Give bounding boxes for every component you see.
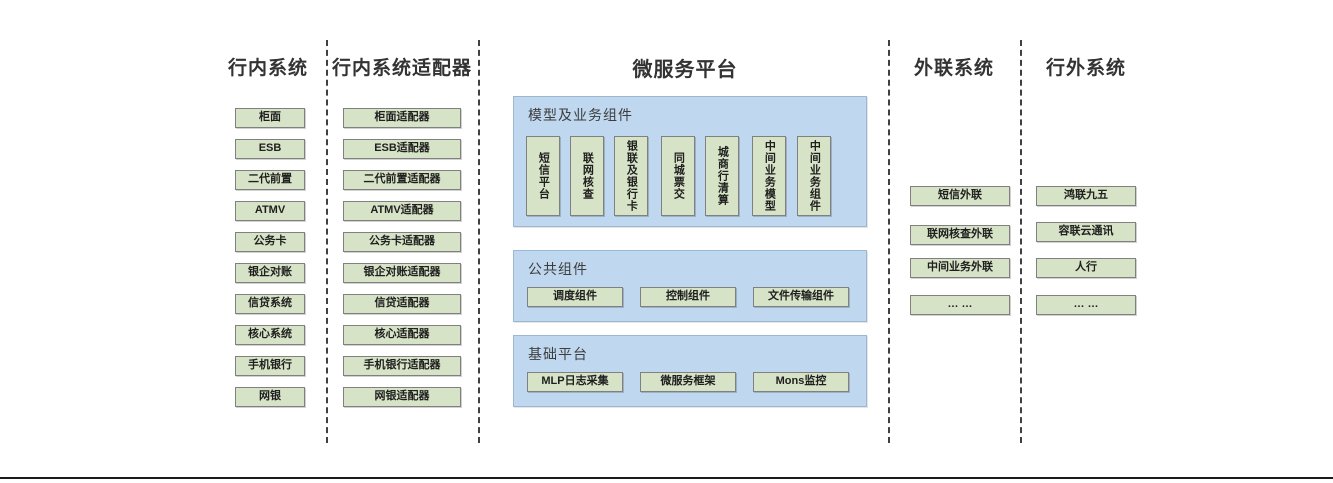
- node-model-component-4[interactable]: 城商行清算: [705, 136, 739, 216]
- column-divider-1: [326, 40, 328, 443]
- node-model-component-2[interactable]: 银联及银行卡: [614, 136, 648, 216]
- panel-title-model-business-components: 模型及业务组件: [528, 107, 633, 123]
- node-external-liaison-1[interactable]: 联网核查外联: [910, 225, 1010, 245]
- node-intra-adapter-4[interactable]: 公务卡适配器: [343, 232, 461, 252]
- node-intra-system-6[interactable]: 信贷系统: [235, 294, 305, 314]
- node-intra-adapter-2[interactable]: 二代前置适配器: [343, 170, 461, 190]
- panel-title-base-platform: 基础平台: [528, 346, 588, 362]
- node-intra-system-8[interactable]: 手机银行: [235, 356, 305, 376]
- node-intra-adapter-0[interactable]: 柜面适配器: [343, 108, 461, 128]
- node-intra-adapter-1[interactable]: ESB适配器: [343, 139, 461, 159]
- node-intra-adapter-5[interactable]: 银企对账适配器: [343, 263, 461, 283]
- column-divider-3: [888, 40, 890, 443]
- node-outside-bank-0[interactable]: 鸿联九五: [1036, 186, 1136, 206]
- node-base-platform-2[interactable]: Mons监控: [753, 372, 849, 392]
- node-intra-system-5[interactable]: 银企对账: [235, 263, 305, 283]
- bottom-rule: [0, 477, 1333, 479]
- node-intra-adapter-8[interactable]: 手机银行适配器: [343, 356, 461, 376]
- column-title-intra-bank-systems: 行内系统: [227, 58, 308, 79]
- node-model-component-5[interactable]: 中间业务模型: [752, 136, 786, 216]
- node-external-liaison-0[interactable]: 短信外联: [910, 186, 1010, 206]
- column-title-microservice-platform: 微服务平台: [632, 59, 738, 81]
- column-divider-2: [478, 40, 480, 443]
- panel-base-platform: 基础平台: [513, 335, 867, 407]
- node-model-component-6[interactable]: 中间业务组件: [797, 136, 831, 216]
- node-outside-bank-1[interactable]: 容联云通讯: [1036, 222, 1136, 242]
- node-model-component-3[interactable]: 同城票交: [661, 136, 695, 216]
- column-title-intra-bank-adapters: 行内系统适配器: [332, 58, 473, 79]
- node-public-component-1[interactable]: 控制组件: [640, 287, 736, 307]
- node-external-liaison-3[interactable]: … …: [910, 295, 1010, 315]
- column-title-external-liaison-systems: 外联系统: [913, 58, 994, 79]
- node-base-platform-1[interactable]: 微服务框架: [640, 372, 736, 392]
- node-intra-adapter-9[interactable]: 网银适配器: [343, 387, 461, 407]
- node-intra-system-3[interactable]: ATMV: [235, 201, 305, 221]
- node-outside-bank-3[interactable]: … …: [1036, 295, 1136, 315]
- node-intra-system-4[interactable]: 公务卡: [235, 232, 305, 252]
- node-base-platform-0[interactable]: MLP日志采集: [527, 372, 623, 392]
- node-intra-system-9[interactable]: 网银: [235, 387, 305, 407]
- node-intra-system-1[interactable]: ESB: [235, 139, 305, 159]
- column-divider-4: [1020, 40, 1022, 443]
- node-intra-system-7[interactable]: 核心系统: [235, 325, 305, 345]
- node-outside-bank-2[interactable]: 人行: [1036, 258, 1136, 278]
- node-public-component-0[interactable]: 调度组件: [527, 287, 623, 307]
- node-intra-system-2[interactable]: 二代前置: [235, 170, 305, 190]
- node-intra-adapter-7[interactable]: 核心适配器: [343, 325, 461, 345]
- node-model-component-1[interactable]: 联网核查: [570, 136, 604, 216]
- column-title-outside-bank-systems: 行外系统: [1045, 58, 1126, 79]
- node-intra-adapter-3[interactable]: ATMV适配器: [343, 201, 461, 221]
- node-public-component-2[interactable]: 文件传输组件: [753, 287, 849, 307]
- node-intra-system-0[interactable]: 柜面: [235, 108, 305, 128]
- node-intra-adapter-6[interactable]: 信贷适配器: [343, 294, 461, 314]
- panel-title-public-components: 公共组件: [528, 261, 588, 277]
- panel-public-components: 公共组件: [513, 250, 867, 322]
- node-external-liaison-2[interactable]: 中间业务外联: [910, 258, 1010, 278]
- node-model-component-0[interactable]: 短信平台: [526, 136, 560, 216]
